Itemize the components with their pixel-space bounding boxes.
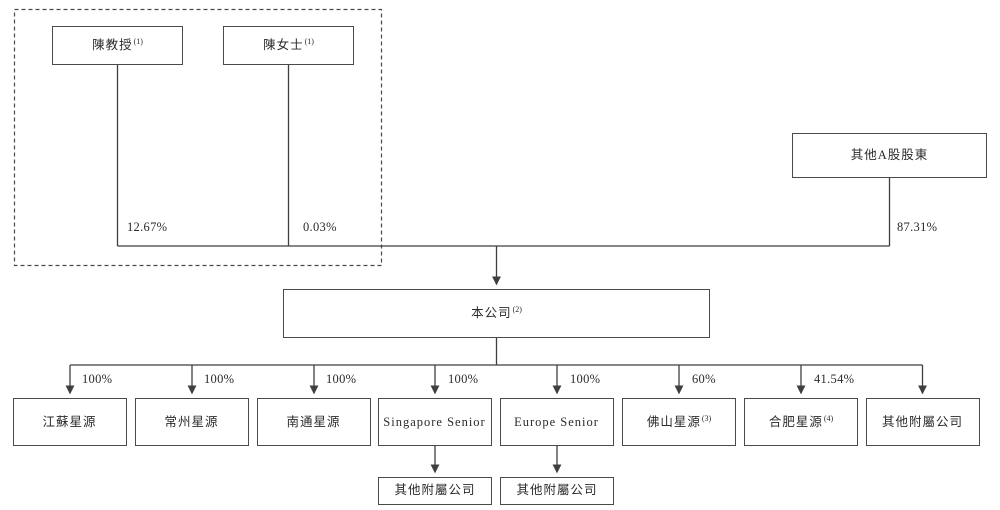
footnote-sup: (1) bbox=[304, 37, 314, 47]
subsidiary-label: 佛山星源(3) bbox=[646, 413, 712, 429]
other-a-label: 其他A股股東 bbox=[850, 147, 929, 162]
box-europe-other-subsidiaries: 其他附屬公司 bbox=[500, 477, 614, 505]
child-label: 其他附屬公司 bbox=[394, 483, 476, 498]
subsidiary-label: 合肥星源(4) bbox=[768, 413, 834, 429]
chen-ms-label: 陳女士(1) bbox=[263, 37, 314, 53]
box-europe-senior: Europe Senior bbox=[500, 398, 614, 446]
box-other-a-shareholders: 其他A股股東 bbox=[792, 133, 987, 178]
company-label: 本公司(2) bbox=[471, 305, 522, 321]
subsidiary-label: 其他附屬公司 bbox=[881, 414, 963, 429]
subsidiary-label: 南通星源 bbox=[286, 414, 341, 429]
pct-foshan: 60% bbox=[692, 372, 716, 386]
pct-chen-professor: 12.67% bbox=[127, 220, 168, 234]
box-chen-ms: 陳女士(1) bbox=[223, 26, 354, 65]
footnote-sup: (4) bbox=[823, 413, 834, 423]
pct-chen-ms: 0.03% bbox=[303, 220, 337, 234]
box-jiangsu-xingyuan: 江蘇星源 bbox=[13, 398, 127, 446]
pct-other-a-shareholders: 87.31% bbox=[897, 220, 938, 234]
box-changzhou-xingyuan: 常州星源 bbox=[135, 398, 249, 446]
box-hefei-xingyuan: 合肥星源(4) bbox=[744, 398, 858, 446]
subsidiary-label: Singapore Senior bbox=[383, 414, 486, 429]
box-nantong-xingyuan: 南通星源 bbox=[257, 398, 371, 446]
box-other-subsidiaries: 其他附屬公司 bbox=[866, 398, 980, 446]
footnote-sup: (1) bbox=[133, 37, 143, 47]
pct-nantong: 100% bbox=[326, 372, 357, 386]
subsidiary-label: 江蘇星源 bbox=[42, 414, 97, 429]
pct-hefei: 41.54% bbox=[814, 372, 855, 386]
box-chen-professor: 陳教授(1) bbox=[52, 26, 183, 65]
pct-jiangsu: 100% bbox=[82, 372, 113, 386]
box-singapore-other-subsidiaries: 其他附屬公司 bbox=[378, 477, 492, 505]
pct-changzhou: 100% bbox=[204, 372, 235, 386]
subsidiary-label: Europe Senior bbox=[514, 414, 599, 429]
box-singapore-senior: Singapore Senior bbox=[378, 398, 492, 446]
child-label: 其他附屬公司 bbox=[516, 483, 598, 498]
subsidiary-label: 常州星源 bbox=[164, 414, 219, 429]
chen-family-dashed-group bbox=[13, 8, 383, 267]
box-foshan-xingyuan: 佛山星源(3) bbox=[622, 398, 736, 446]
pct-europe: 100% bbox=[570, 372, 601, 386]
box-company: 本公司(2) bbox=[283, 289, 710, 338]
footnote-sup: (3) bbox=[701, 413, 712, 423]
chen-professor-label: 陳教授(1) bbox=[92, 37, 143, 53]
footnote-sup: (2) bbox=[512, 305, 522, 315]
pct-singapore: 100% bbox=[448, 372, 479, 386]
